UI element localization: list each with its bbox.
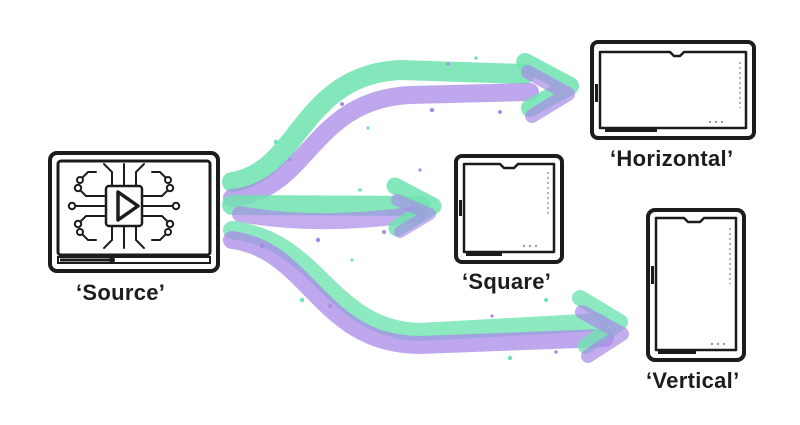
square-frame-icon (454, 154, 564, 264)
source-label: ‘Source’ (76, 280, 166, 305)
vertical-label: ‘Vertical’ (646, 368, 740, 393)
arrow-to-horizontal (222, 53, 579, 207)
portrait-frame-icon (646, 208, 746, 362)
square-label: ‘Square’ (462, 269, 552, 294)
arrow-to-square (222, 177, 442, 238)
arrow-to-vertical (223, 221, 629, 363)
play-circuit-icon (116, 190, 140, 222)
sparkle-particles (260, 56, 558, 361)
landscape-frame-icon (590, 40, 756, 140)
source-frame (48, 151, 220, 273)
horizontal-label: ‘Horizontal’ (610, 146, 734, 171)
